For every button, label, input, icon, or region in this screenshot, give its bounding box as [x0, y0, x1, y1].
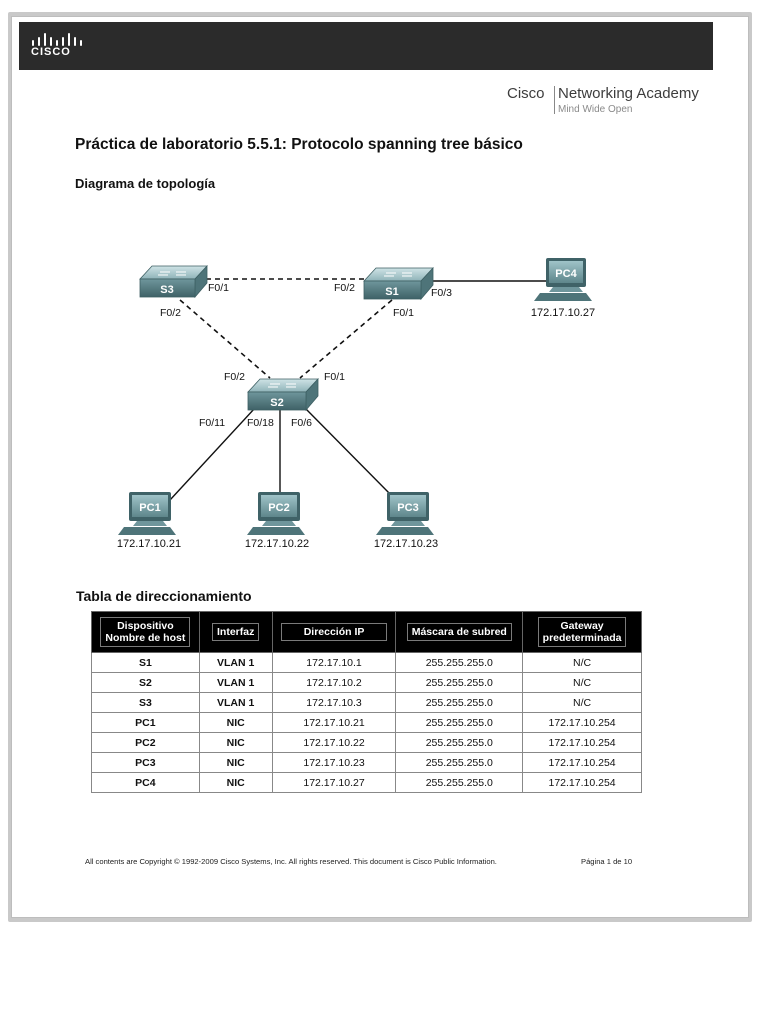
- table-row: S3 VLAN 1 172.17.10.3 255.255.255.0 N/C: [91, 692, 642, 713]
- cell-device: S2: [91, 672, 200, 693]
- cell-ip: 172.17.10.27: [271, 772, 397, 793]
- logo-text: CISCO: [31, 46, 71, 58]
- cell-interface: NIC: [198, 712, 273, 733]
- cell-device: PC2: [91, 732, 200, 753]
- pc3-icon: PC3: [376, 492, 434, 535]
- cell-mask: 255.255.255.0: [395, 752, 524, 773]
- footer-page-number: Página 1 de 10: [581, 857, 633, 866]
- cell-interface: VLAN 1: [198, 692, 273, 713]
- table-row: S2 VLAN 1 172.17.10.2 255.255.255.0 N/C: [91, 672, 642, 693]
- cell-gateway: 172.17.10.254: [522, 752, 642, 773]
- cell-gateway: 172.17.10.254: [522, 732, 642, 753]
- link-s2-pc1: [169, 407, 256, 501]
- port-label-s3-f02: F0/2: [160, 307, 181, 319]
- cell-gateway: 172.17.10.254: [522, 772, 642, 793]
- cell-interface: VLAN 1: [198, 672, 273, 693]
- port-label-s2-f011: F0/11: [199, 417, 225, 429]
- port-label-s2-f01: F0/1: [324, 371, 345, 383]
- cell-interface: VLAN 1: [198, 652, 273, 673]
- port-label-s2-f06: F0/6: [291, 417, 312, 429]
- cell-device: PC3: [91, 752, 200, 773]
- switch-s1-label: S1: [385, 286, 398, 298]
- cell-mask: 255.255.255.0: [395, 672, 524, 693]
- cell-ip: 172.17.10.2: [271, 672, 397, 693]
- table-row: S1 VLAN 1 172.17.10.1 255.255.255.0 N/C: [91, 652, 642, 673]
- switch-s3-label: S3: [160, 284, 173, 296]
- cell-ip: 172.17.10.3: [271, 692, 397, 713]
- cisco-logo: CISCO: [31, 32, 91, 62]
- pc3-ip-label: 172.17.10.23: [374, 538, 438, 550]
- topology-heading: Diagrama de topología: [75, 176, 216, 191]
- table-row: PC4 NIC 172.17.10.27 255.255.255.0 172.1…: [91, 772, 642, 793]
- port-label-s1-f01: F0/1: [393, 307, 414, 319]
- pc4-icon: PC4: [534, 258, 592, 301]
- cell-mask: 255.255.255.0: [395, 732, 524, 753]
- academy-name: Networking Academy: [558, 85, 699, 102]
- pc4-label: PC4: [555, 268, 577, 280]
- header-ip: Dirección IP: [271, 611, 397, 653]
- port-label-s2-f018: F0/18: [247, 417, 274, 429]
- academy-divider: [554, 86, 555, 114]
- cell-mask: 255.255.255.0: [395, 692, 524, 713]
- cell-ip: 172.17.10.22: [271, 732, 397, 753]
- port-label-s1-f03: F0/3: [431, 287, 452, 299]
- cell-ip: 172.17.10.23: [271, 752, 397, 773]
- academy-brand: Cisco: [507, 85, 545, 102]
- switch-s2-icon: S2: [247, 377, 319, 412]
- header-mask: Máscara de subred: [395, 611, 524, 653]
- cell-interface: NIC: [198, 732, 273, 753]
- port-label-s1-f02: F0/2: [334, 282, 355, 294]
- cell-device: PC4: [91, 772, 200, 793]
- link-s1-s2: [299, 299, 393, 379]
- pc2-label: PC2: [268, 502, 289, 514]
- cell-gateway: N/C: [522, 672, 642, 693]
- cell-ip: 172.17.10.21: [271, 712, 397, 733]
- cell-device: PC1: [91, 712, 200, 733]
- header-interface: Interfaz: [198, 611, 273, 653]
- pc4-ip-label: 172.17.10.27: [531, 307, 595, 319]
- cell-interface: NIC: [198, 772, 273, 793]
- header-bar: CISCO: [19, 22, 713, 70]
- switch-s1-icon: S1: [363, 266, 434, 301]
- table-row: PC3 NIC 172.17.10.23 255.255.255.0 172.1…: [91, 752, 642, 773]
- switch-s3-icon: S3: [139, 264, 208, 299]
- port-label-s2-f02: F0/2: [224, 371, 245, 383]
- cell-gateway: N/C: [522, 652, 642, 673]
- pc2-icon: PC2: [247, 492, 305, 535]
- page-title: Práctica de laboratorio 5.5.1: Protocolo…: [75, 136, 523, 153]
- link-s2-pc3: [304, 407, 393, 497]
- port-label-s3-f01: F0/1: [208, 282, 229, 294]
- switch-s2-label: S2: [270, 397, 283, 409]
- academy-tagline: Mind Wide Open: [558, 104, 633, 115]
- cell-ip: 172.17.10.1: [271, 652, 397, 673]
- networking-academy-logo: Cisco Networking Academy Mind Wide Open: [507, 85, 727, 119]
- cell-device: S1: [91, 652, 200, 673]
- cell-mask: 255.255.255.0: [395, 652, 524, 673]
- cell-gateway: N/C: [522, 692, 642, 713]
- cell-device: S3: [91, 692, 200, 713]
- pc3-label: PC3: [397, 502, 418, 514]
- link-s3-s2: [179, 299, 271, 379]
- footer-copyright: All contents are Copyright © 1992-2009 C…: [85, 857, 497, 866]
- pc1-icon: PC1: [118, 492, 176, 535]
- cell-mask: 255.255.255.0: [395, 712, 524, 733]
- cisco-bridge-icon: [32, 33, 82, 46]
- pc2-ip-label: 172.17.10.22: [245, 538, 309, 550]
- pc1-ip-label: 172.17.10.21: [117, 538, 181, 550]
- pc1-label: PC1: [139, 502, 160, 514]
- cell-mask: 255.255.255.0: [395, 772, 524, 793]
- table-row: PC2 NIC 172.17.10.22 255.255.255.0 172.1…: [91, 732, 642, 753]
- table-heading: Tabla de direccionamiento: [76, 588, 252, 604]
- table-row: PC1 NIC 172.17.10.21 255.255.255.0 172.1…: [91, 712, 642, 733]
- cell-interface: NIC: [198, 752, 273, 773]
- cell-gateway: 172.17.10.254: [522, 712, 642, 733]
